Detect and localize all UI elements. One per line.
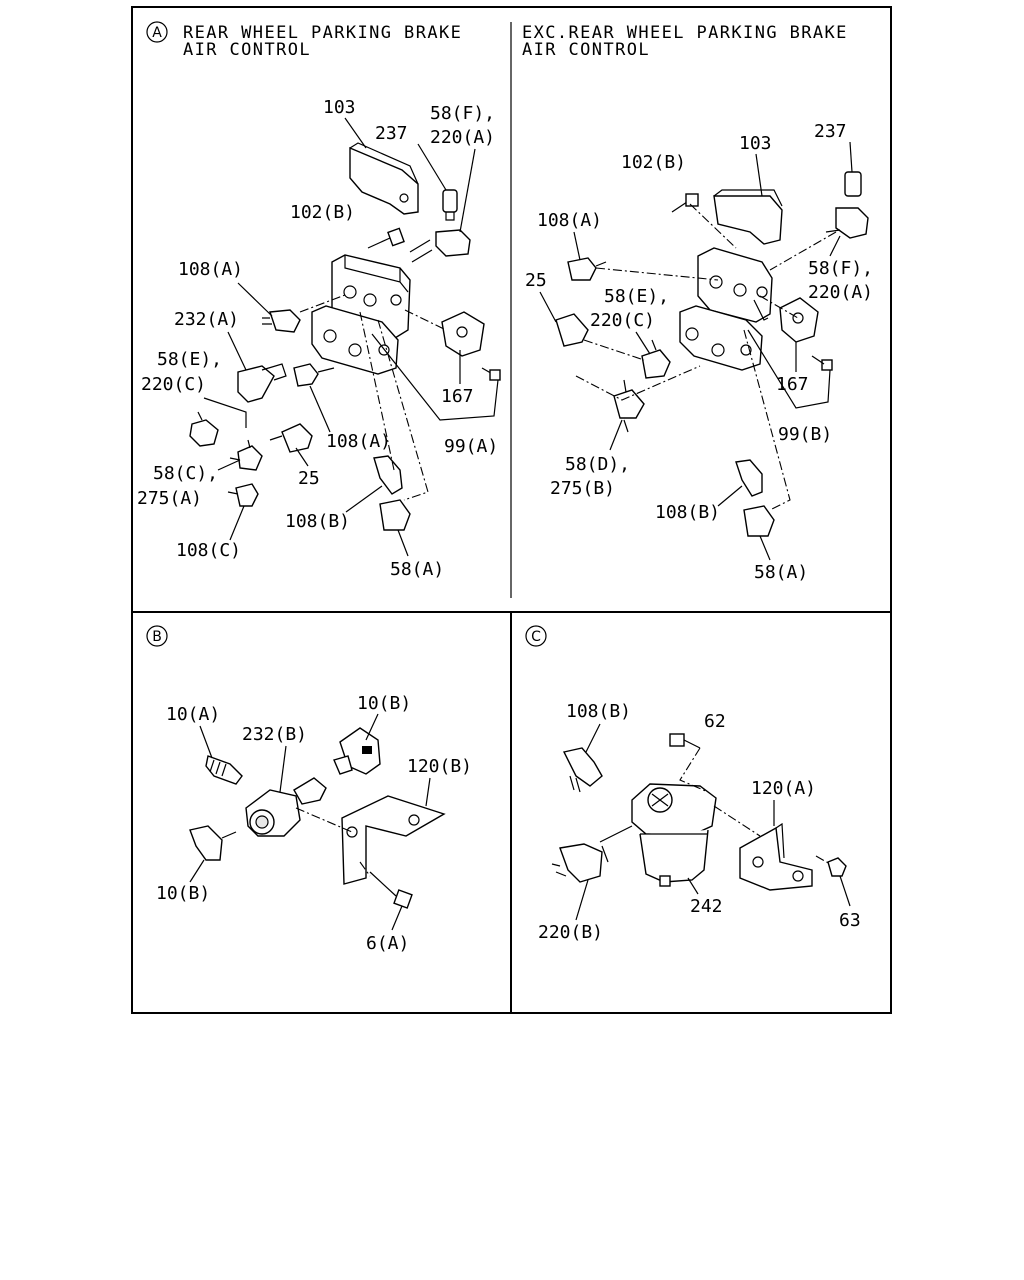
panel-b-marker-circle bbox=[146, 625, 168, 647]
callout-label: 25 bbox=[525, 270, 547, 291]
callout-label: 58(F), bbox=[808, 258, 873, 279]
panel-c: C bbox=[525, 625, 861, 943]
callout-label: 108(B) bbox=[655, 502, 720, 523]
callout-label: 275(B) bbox=[550, 478, 615, 499]
panel-b: B 10(B) bbox=[146, 625, 472, 954]
callout-label: 220(C) bbox=[590, 310, 655, 331]
callout-label: 58(A) bbox=[390, 559, 444, 580]
callout-label: 167 bbox=[776, 374, 809, 395]
panel-a-marker-circle bbox=[146, 21, 168, 43]
callout-label: 10(B) bbox=[156, 883, 210, 904]
panel-a-title-line2: AIR CONTROL bbox=[183, 40, 311, 60]
callout-label: 120(A) bbox=[751, 778, 816, 799]
callout-label: 58(C), bbox=[153, 463, 218, 484]
callout-label: 220(B) bbox=[538, 922, 603, 943]
callout-label: 167 bbox=[441, 386, 474, 407]
callout-label: 10(A) bbox=[166, 704, 220, 725]
callout-label: 108(A) bbox=[326, 431, 391, 452]
callout-label: 58(D), bbox=[565, 454, 630, 475]
callout-label: 120(B) bbox=[407, 756, 472, 777]
panel-a-exc-rear-wheel-parking-brake: EXC.REAR WHEEL PARKING BRAKE AIR CONTROL bbox=[522, 23, 873, 583]
callout-label: 108(A) bbox=[178, 259, 243, 280]
panel-a-right-title-line1: EXC.REAR WHEEL PARKING BRAKE bbox=[522, 23, 848, 43]
panel-a-parts-drawing bbox=[189, 142, 501, 531]
callout-label: 108(B) bbox=[566, 701, 631, 722]
callout-label: 102(B) bbox=[621, 152, 686, 173]
callout-label: 237 bbox=[814, 121, 847, 142]
callout-label: 58(A) bbox=[754, 562, 808, 583]
callout-label: 242 bbox=[690, 896, 723, 917]
callout-label: 99(B) bbox=[778, 424, 832, 445]
callout-label: 108(A) bbox=[537, 210, 602, 231]
callout-label: 6(A) bbox=[366, 933, 409, 954]
callout-label: 58(F), bbox=[430, 103, 495, 124]
panel-c-parts-drawing bbox=[551, 733, 847, 891]
panel-b-marker: B bbox=[152, 629, 162, 645]
callout-label: 103 bbox=[739, 133, 772, 154]
panel-a-marker: A bbox=[152, 25, 162, 41]
callout-label: 103 bbox=[323, 97, 356, 118]
callout-label: 108(C) bbox=[176, 540, 241, 561]
callout-label: 220(A) bbox=[808, 282, 873, 303]
panel-a-title-line1: REAR WHEEL PARKING BRAKE bbox=[183, 23, 462, 43]
panel-a-rear-wheel-parking-brake: A REAR WHEEL PARKING BRAKE AIR CONTROL bbox=[137, 21, 501, 580]
callout-label: 99(A) bbox=[444, 436, 498, 457]
panel-c-marker: C bbox=[531, 629, 541, 645]
panel-a-right-title-line2: AIR CONTROL bbox=[522, 40, 650, 60]
callout-label: 58(E), bbox=[157, 349, 222, 370]
diagram-frame bbox=[131, 6, 892, 1014]
panel-a-right-parts-drawing bbox=[555, 171, 869, 537]
callout-label: 108(B) bbox=[285, 511, 350, 532]
panel-b-parts-drawing bbox=[189, 727, 446, 909]
panel-c-marker-circle bbox=[525, 625, 547, 647]
callout-label: 10(B) bbox=[357, 693, 411, 714]
callout-label: 62 bbox=[704, 711, 726, 732]
callout-label: 58(E), bbox=[604, 286, 669, 307]
callout-label: 237 bbox=[375, 123, 408, 144]
callout-label: 232(B) bbox=[242, 724, 307, 745]
callout-label: 25 bbox=[298, 468, 320, 489]
callout-label: 102(B) bbox=[290, 202, 355, 223]
callout-label: 63 bbox=[839, 910, 861, 931]
callout-label: 220(A) bbox=[430, 127, 495, 148]
callout-label: 220(C) bbox=[141, 374, 206, 395]
callout-label: 275(A) bbox=[137, 488, 202, 509]
callout-label: 232(A) bbox=[174, 309, 239, 330]
